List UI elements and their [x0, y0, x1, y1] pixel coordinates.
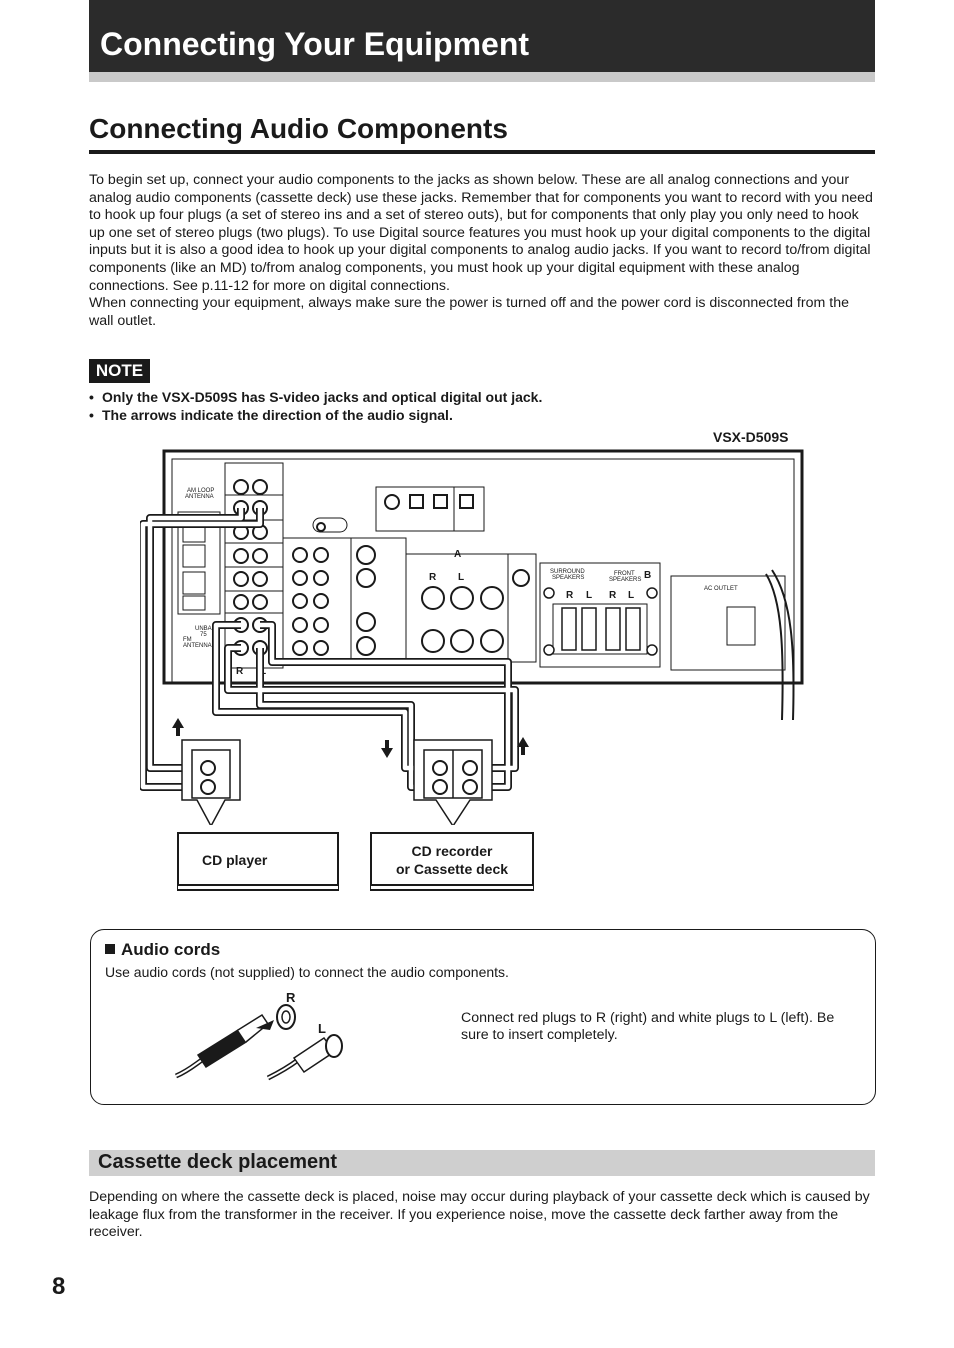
arrow-up-icon: [172, 718, 184, 736]
insert-arrow-icon: [256, 1020, 274, 1030]
audio-cords-panel: [90, 929, 876, 1105]
receiver-back-panel: [162, 449, 804, 721]
surround-label-2: SPEAKERS: [552, 575, 584, 581]
intro-text: To begin set up, connect your audio comp…: [89, 172, 875, 330]
page-title: Connecting Your Equipment: [100, 26, 530, 62]
note-item: The arrows indicate the direction of the…: [89, 406, 542, 424]
device-jack-panels: [181, 739, 493, 825]
audio-cords-title-text: Audio cords: [121, 940, 221, 959]
audio-cords-instruction: Connect red plugs to R (right) and white…: [461, 1010, 835, 1043]
fm-label: FM: [183, 637, 192, 643]
note-badge: NOTE: [89, 359, 150, 383]
am-loop-label: AM LOOP: [187, 488, 214, 494]
square-bullet-icon: [105, 944, 115, 954]
fm-antenna-label: ANTENNA: [183, 643, 212, 649]
cassette-placement-text: Depending on where the cassette deck is …: [89, 1189, 870, 1241]
cassette-deck-label: or Cassette deck: [395, 861, 509, 877]
model-label: VSX-D509S: [713, 429, 789, 445]
front-label-2: SPEAKERS: [609, 577, 641, 583]
speaker-a-label: A: [454, 549, 461, 560]
front-label: FRONT: [614, 571, 635, 577]
arrow-up-icon: [517, 737, 529, 755]
speaker-b-label: B: [644, 570, 651, 581]
cd-recorder-label: CD recorder: [411, 843, 493, 859]
jack-r-label: R: [236, 666, 244, 677]
section-title: Connecting Audio Components: [89, 113, 508, 144]
signal-arrows: [172, 718, 529, 758]
audio-cables: [140, 508, 519, 791]
ac-outlet-label: AC OUTLET: [704, 586, 738, 592]
intro-paragraph: When connecting your equipment, always m…: [89, 295, 849, 329]
antenna-label: ANTENNA: [185, 494, 214, 500]
audio-cords-description: Use audio cords (not supplied) to connec…: [105, 964, 509, 980]
cd-player-box: CD player: [177, 832, 339, 886]
receiver-labels: AM LOOP ANTENNA UNBAL 75 FM ANTENNA SURR…: [183, 488, 738, 649]
jack-r-label: R: [609, 590, 617, 601]
note-item: Only the VSX-D509S has S-video jacks and…: [89, 388, 542, 406]
jack-r-label: R: [566, 590, 574, 601]
surround-label: SURROUND: [550, 569, 585, 575]
cd-player-label: CD player: [202, 852, 268, 868]
jack-l-label: L: [628, 590, 634, 601]
page-number: 8: [52, 1273, 66, 1300]
plug-l-label: L: [318, 1021, 326, 1036]
speaker-terminals: [543, 587, 658, 656]
section-rule: [89, 150, 875, 154]
header-bar: [89, 0, 875, 72]
jack-l-label: L: [586, 590, 592, 601]
header-underline: [89, 72, 875, 82]
cassette-placement-title: Cassette deck placement: [98, 1151, 338, 1173]
audio-cords-title: Audio cords: [105, 940, 220, 960]
fm-75-label: 75: [200, 632, 207, 638]
plug-r-label: R: [286, 990, 296, 1005]
rca-plug-illustration: R L: [174, 990, 343, 1081]
fm-unbal-label: UNBAL: [195, 626, 216, 632]
intro-paragraph: To begin set up, connect your audio comp…: [89, 172, 873, 294]
jack-r-label: R: [429, 572, 437, 583]
subsection-bar: [89, 1150, 875, 1176]
connection-diagram: AM LOOP ANTENNA UNBAL 75 FM ANTENNA SURR…: [140, 449, 804, 825]
note-list: Only the VSX-D509S has S-video jacks and…: [89, 388, 542, 424]
jack-l-label: L: [458, 572, 464, 583]
cd-recorder-box: CD recorder or Cassette deck: [370, 832, 534, 886]
arrow-down-icon: [381, 740, 393, 758]
rca-jacks: [233, 479, 530, 656]
